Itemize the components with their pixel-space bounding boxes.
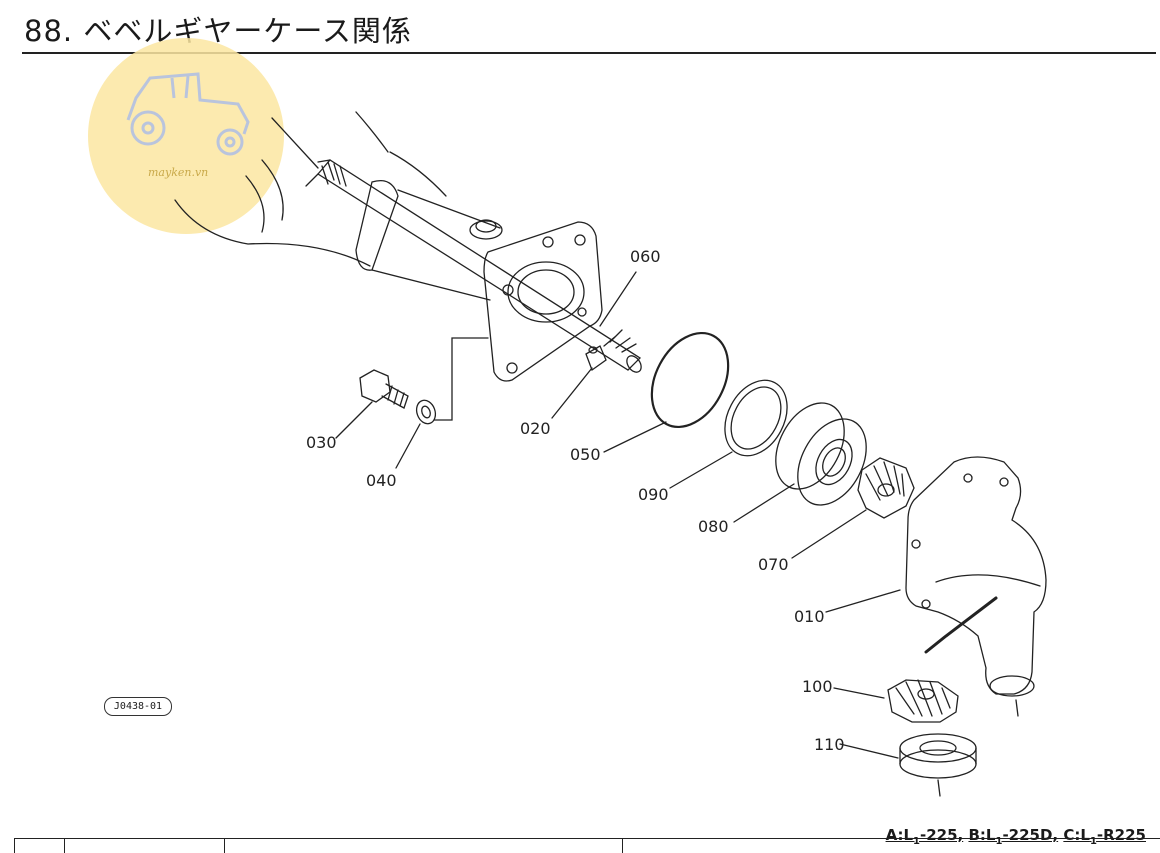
parts-table-header [14,838,1160,853]
label-090: 090 [638,485,669,504]
part-010-gear-case [905,456,1047,717]
label-030: 030 [306,433,337,452]
part-flange [483,221,603,382]
housing-edge [245,175,265,233]
leader-050 [603,421,667,453]
label-070: 070 [758,555,789,574]
table-cell [64,839,65,853]
figure-code: J0438-01 [104,697,172,716]
leader-110 [839,743,899,759]
title-underline [22,52,1156,54]
tractor-icon [126,72,250,156]
table-cell [14,839,15,853]
gear-shaft-axis [924,596,998,654]
housing-edge [261,159,284,221]
model-c: C:L1-R225 [1063,826,1146,847]
leader-060 [599,271,637,327]
leader-030 [335,401,373,439]
label-110: 110 [814,735,845,754]
leader-080 [733,483,795,523]
table-cell [224,839,225,853]
bolt-position-line [433,337,489,421]
label-010: 010 [794,607,825,626]
leader-020 [551,367,593,419]
part-090-shim [724,379,788,457]
logo-circle [88,38,284,234]
leader-070 [791,509,867,559]
leader-010 [825,589,901,613]
watermark-text: mayken.vn [148,166,209,179]
housing-edge [174,199,371,267]
label-060: 060 [630,247,661,266]
part-housing-tube [355,179,503,301]
part-030-bolt [359,369,409,409]
housing-edge [355,111,389,153]
watermark-logo: mayken.vn [88,38,284,234]
leader-100 [833,687,885,699]
part-080-bearing [775,402,867,506]
part-020-pin [585,345,607,372]
label-020: 020 [520,419,551,438]
label-080: 080 [698,517,729,536]
part-050-oring [650,331,730,429]
label-050: 050 [570,445,601,464]
part-060-shaft [305,159,642,373]
leader-090 [669,451,733,489]
model-b: B:L1-225D, [968,826,1059,847]
part-070-bevel-gear [857,457,915,519]
table-cell [622,839,623,853]
housing-edge [271,117,319,169]
model-applicability-note: A:L1-225, B:L1-225D, C:L1-R225 [886,826,1146,847]
leader-040 [395,423,421,469]
housing-edge [389,151,447,197]
part-040-washer [415,399,437,425]
label-100: 100 [802,677,833,696]
part-100-bevel-gear [887,679,959,723]
label-040: 040 [366,471,397,490]
part-110-bearing [899,733,977,797]
model-a: A:L1-225, [885,826,964,847]
